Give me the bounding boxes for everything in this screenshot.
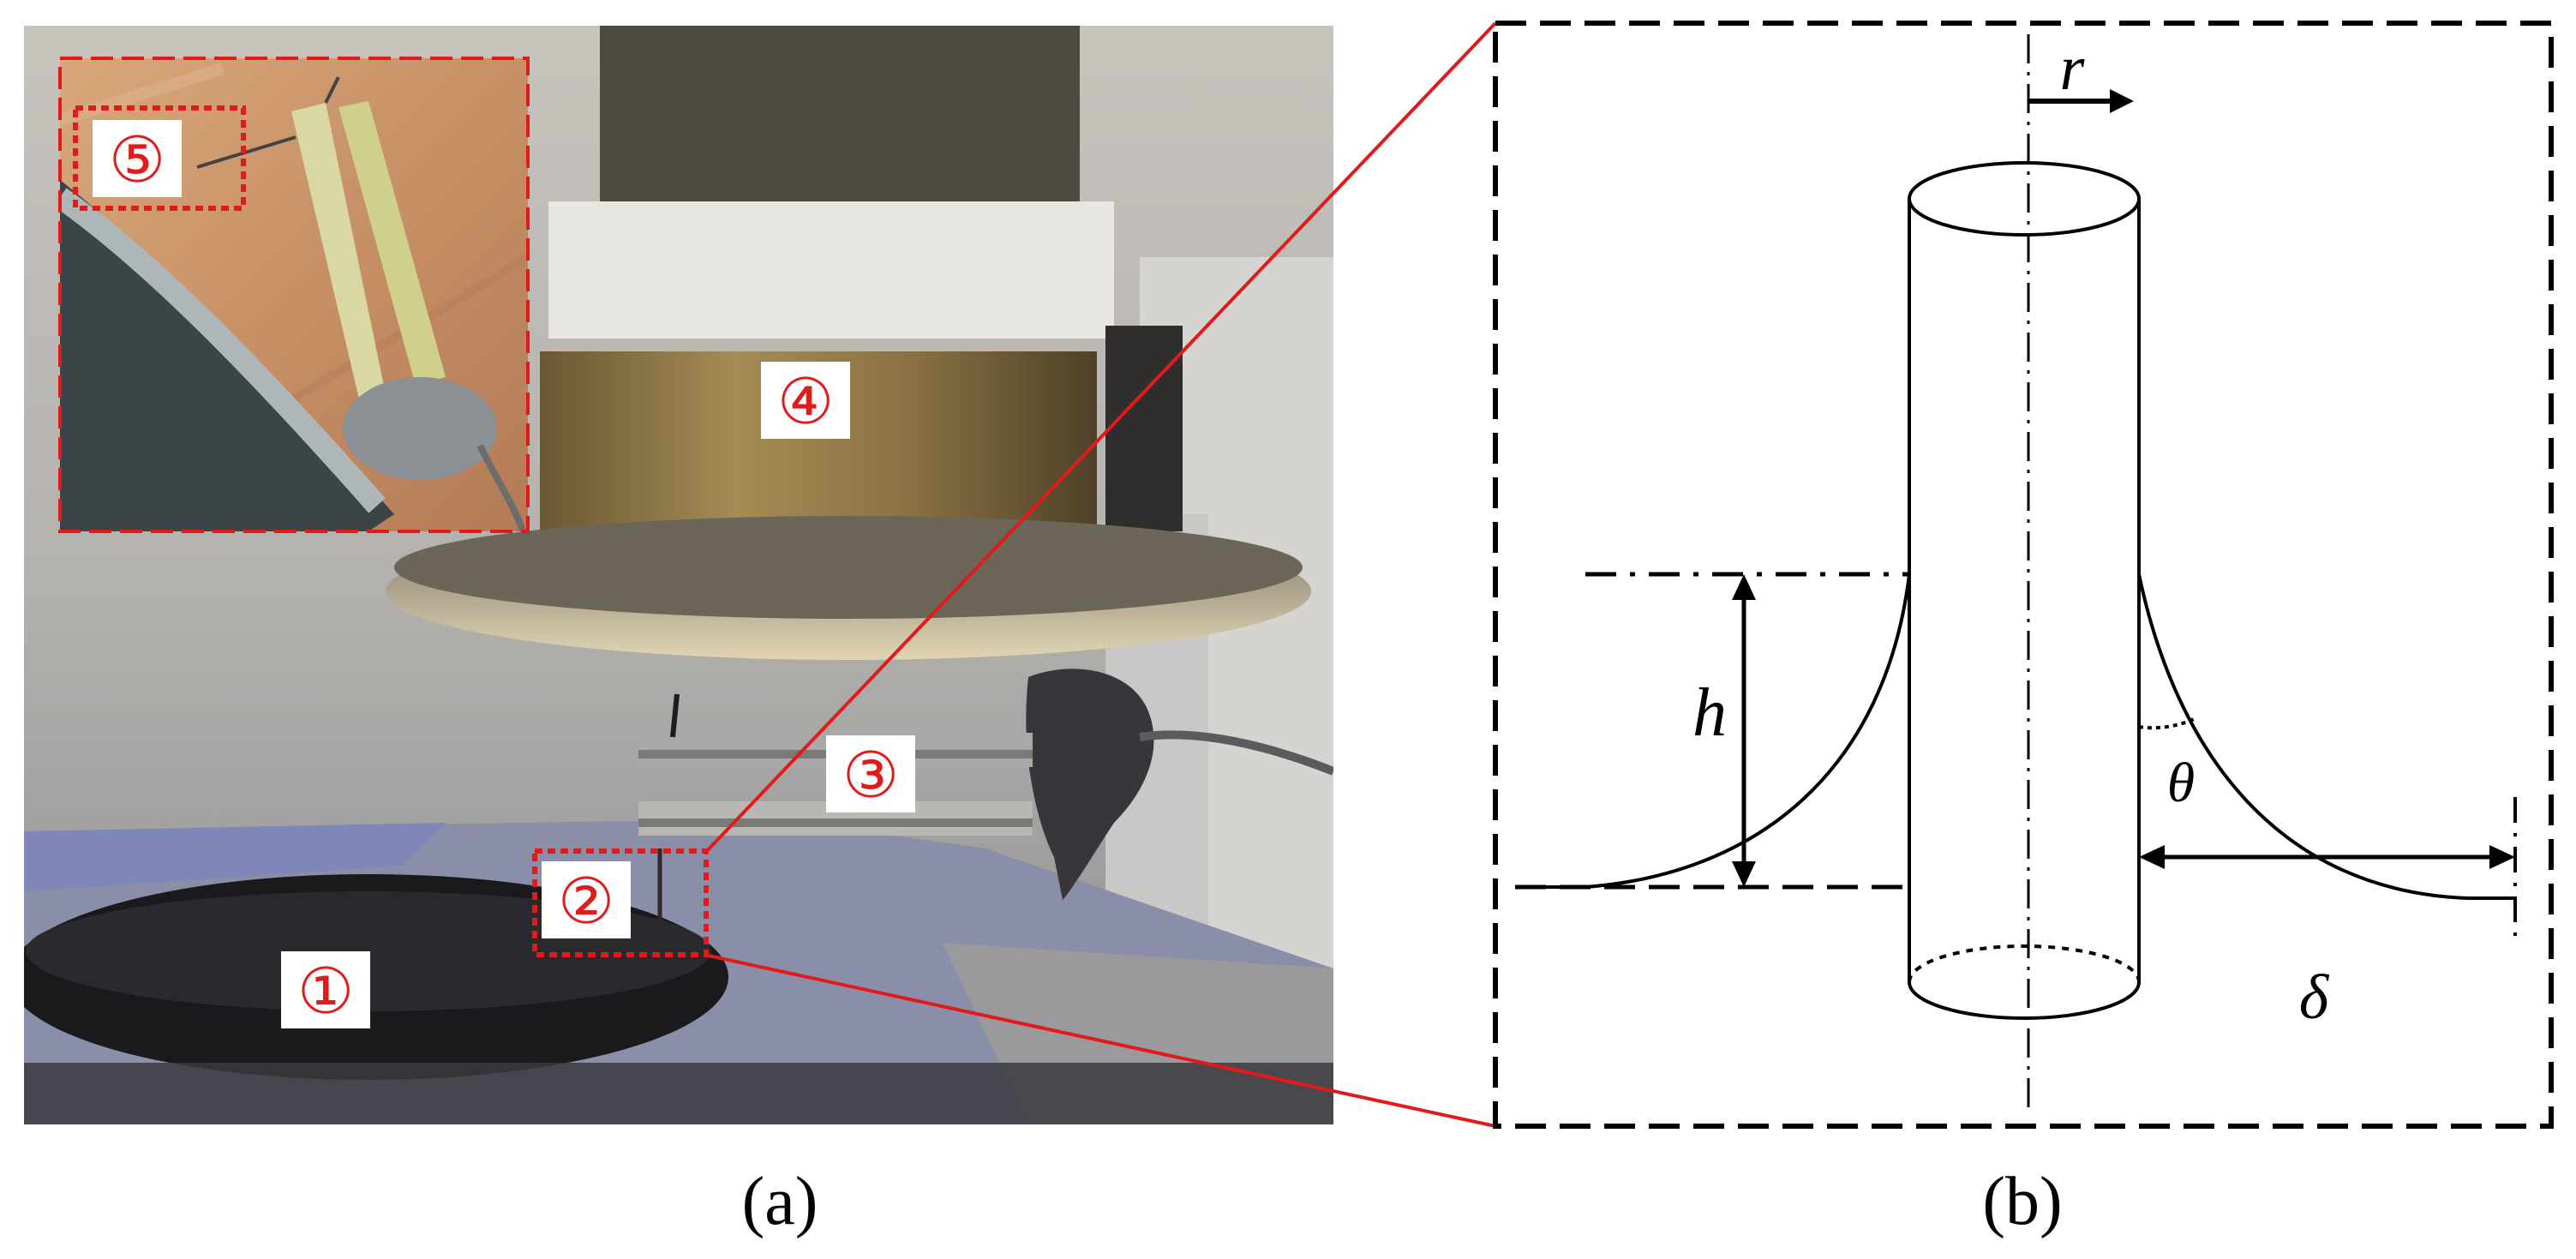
r-arrow (2028, 89, 2134, 113)
panel-a-photo (24, 26, 1333, 1124)
delta-arrow (2139, 797, 2517, 943)
svg-text:④: ④ (777, 365, 834, 439)
meniscus-right (2137, 573, 2515, 900)
symbol-r: r (2060, 33, 2086, 104)
meniscus-left (1515, 573, 1911, 889)
inset-highlight-box (73, 105, 246, 211)
symbol-theta: θ (2167, 752, 2195, 814)
label-one: ① (281, 951, 370, 1028)
label-two: ② (542, 861, 631, 938)
svg-text:⑤: ⑤ (109, 123, 165, 197)
label-four: ④ (761, 362, 850, 439)
symbol-delta: δ (2299, 962, 2330, 1033)
tip-highlight-box (532, 848, 709, 957)
cylinder (1908, 161, 2141, 1020)
zoom-line-top (703, 21, 1497, 855)
symbol-h: h (1692, 675, 1727, 751)
svg-text:②: ② (558, 865, 614, 938)
svg-text:①: ① (297, 955, 354, 1028)
caption-a: (a) (742, 1164, 818, 1239)
theta-arc (2138, 716, 2196, 730)
zoom-line-bottom (704, 953, 1496, 1128)
label-five: ⑤ (93, 120, 182, 197)
h-arrow (1732, 574, 1756, 887)
svg-text:③: ③ (842, 739, 899, 812)
caption-b: (b) (1982, 1164, 2062, 1239)
label-three: ③ (826, 735, 915, 812)
